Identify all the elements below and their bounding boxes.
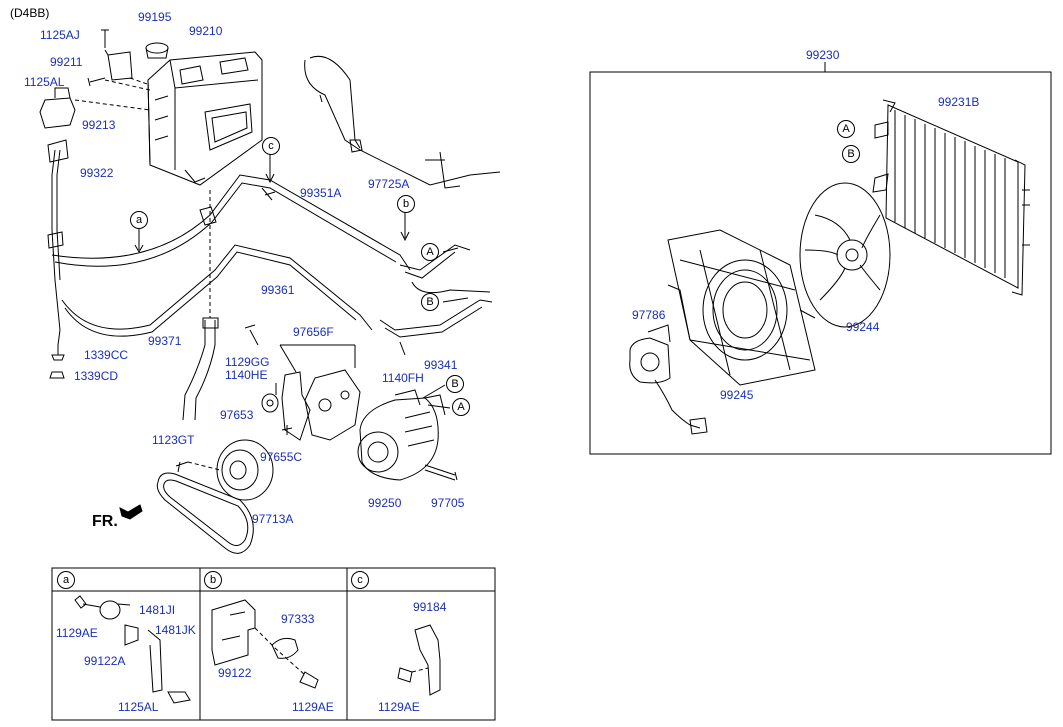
- part-label-99341[interactable]: 99341: [424, 358, 458, 372]
- detail-a-tag: a: [57, 571, 75, 589]
- part-label-99122A[interactable]: 99122A: [84, 654, 126, 668]
- detail-c-tag: c: [351, 571, 369, 589]
- part-label-99244[interactable]: 99244: [846, 320, 880, 334]
- part-label-99195[interactable]: 99195: [138, 10, 172, 24]
- part-label-99231B[interactable]: 99231B: [938, 95, 980, 109]
- evaporator-unit: [147, 51, 263, 186]
- part-label-1129AE-b[interactable]: 1129AE: [292, 700, 334, 714]
- part-label-97725A[interactable]: 97725A: [368, 177, 410, 191]
- part-label-1339CD[interactable]: 1339CD: [74, 369, 119, 383]
- part-label-1125AL[interactable]: 1125AL: [24, 75, 65, 89]
- part-label-1481JI[interactable]: 1481JI: [139, 603, 176, 617]
- part-label-97333[interactable]: 97333: [281, 612, 315, 626]
- part-label-99210[interactable]: 99210: [189, 24, 223, 38]
- part-label-99371[interactable]: 99371: [148, 334, 182, 348]
- part-label-1481JK[interactable]: 1481JK: [155, 623, 196, 637]
- part-label-1129AE-a[interactable]: 1129AE: [56, 626, 98, 640]
- part-label-97705[interactable]: 97705: [431, 496, 465, 510]
- detail-b-tag: b: [204, 571, 222, 589]
- part-label-99211[interactable]: 99211: [50, 55, 83, 69]
- part-label-99250[interactable]: 99250: [368, 496, 402, 510]
- part-label-97656F[interactable]: 97656F: [293, 325, 334, 339]
- ref-bubble-A-condenser[interactable]: A: [837, 120, 855, 138]
- part-label-1125AJ[interactable]: 1125AJ: [40, 28, 80, 42]
- part-label-1125AL-a[interactable]: 1125AL: [118, 700, 159, 714]
- ref-bubble-B-condenser[interactable]: B: [842, 145, 860, 163]
- part-label-97655C[interactable]: 97655C: [260, 450, 303, 464]
- part-label-99245[interactable]: 99245: [720, 388, 754, 402]
- part-label-99122[interactable]: 99122: [218, 666, 252, 680]
- condenser: [872, 99, 1030, 296]
- part-label-99322[interactable]: 99322: [80, 166, 114, 180]
- part-label-1339CC[interactable]: 1339CC: [84, 348, 129, 362]
- ref-bubble-B-hose[interactable]: B: [421, 293, 439, 311]
- ref-bubble-B-compressor[interactable]: B: [446, 375, 464, 393]
- ref-bubble-c[interactable]: c: [262, 137, 280, 155]
- cooling-fan: [799, 182, 891, 328]
- ref-bubble-A-compressor[interactable]: A: [452, 398, 470, 416]
- part-label-1123GT[interactable]: 1123GT: [152, 433, 195, 447]
- part-label-99184[interactable]: 99184: [413, 600, 447, 614]
- pipe-network: [47, 139, 493, 346]
- part-label-99213[interactable]: 99213: [82, 118, 116, 132]
- part-label-99361[interactable]: 99361: [261, 283, 295, 297]
- part-label-97713A[interactable]: 97713A: [252, 512, 294, 526]
- part-label-99230[interactable]: 99230: [806, 48, 840, 62]
- ref-bubble-a[interactable]: a: [130, 211, 148, 229]
- front-direction-label: FR.: [92, 513, 118, 530]
- condenser-fan-box: [589, 71, 1052, 455]
- part-label-97653[interactable]: 97653: [220, 408, 254, 422]
- part-label-99351A[interactable]: 99351A: [300, 186, 342, 200]
- cap-99195: [145, 42, 169, 54]
- part-label-1140FH[interactable]: 1140FH: [382, 371, 424, 385]
- part-label-1129GG[interactable]: 1129GG: [225, 355, 270, 369]
- part-label-1129AE-c[interactable]: 1129AE: [378, 700, 420, 714]
- ref-bubble-A-hose[interactable]: A: [421, 243, 439, 261]
- part-label-1140HE[interactable]: 1140HE: [225, 368, 268, 382]
- part-label-97786[interactable]: 97786: [632, 308, 666, 322]
- variant-code: (D4BB): [10, 6, 50, 20]
- ref-bubble-b[interactable]: b: [397, 195, 415, 213]
